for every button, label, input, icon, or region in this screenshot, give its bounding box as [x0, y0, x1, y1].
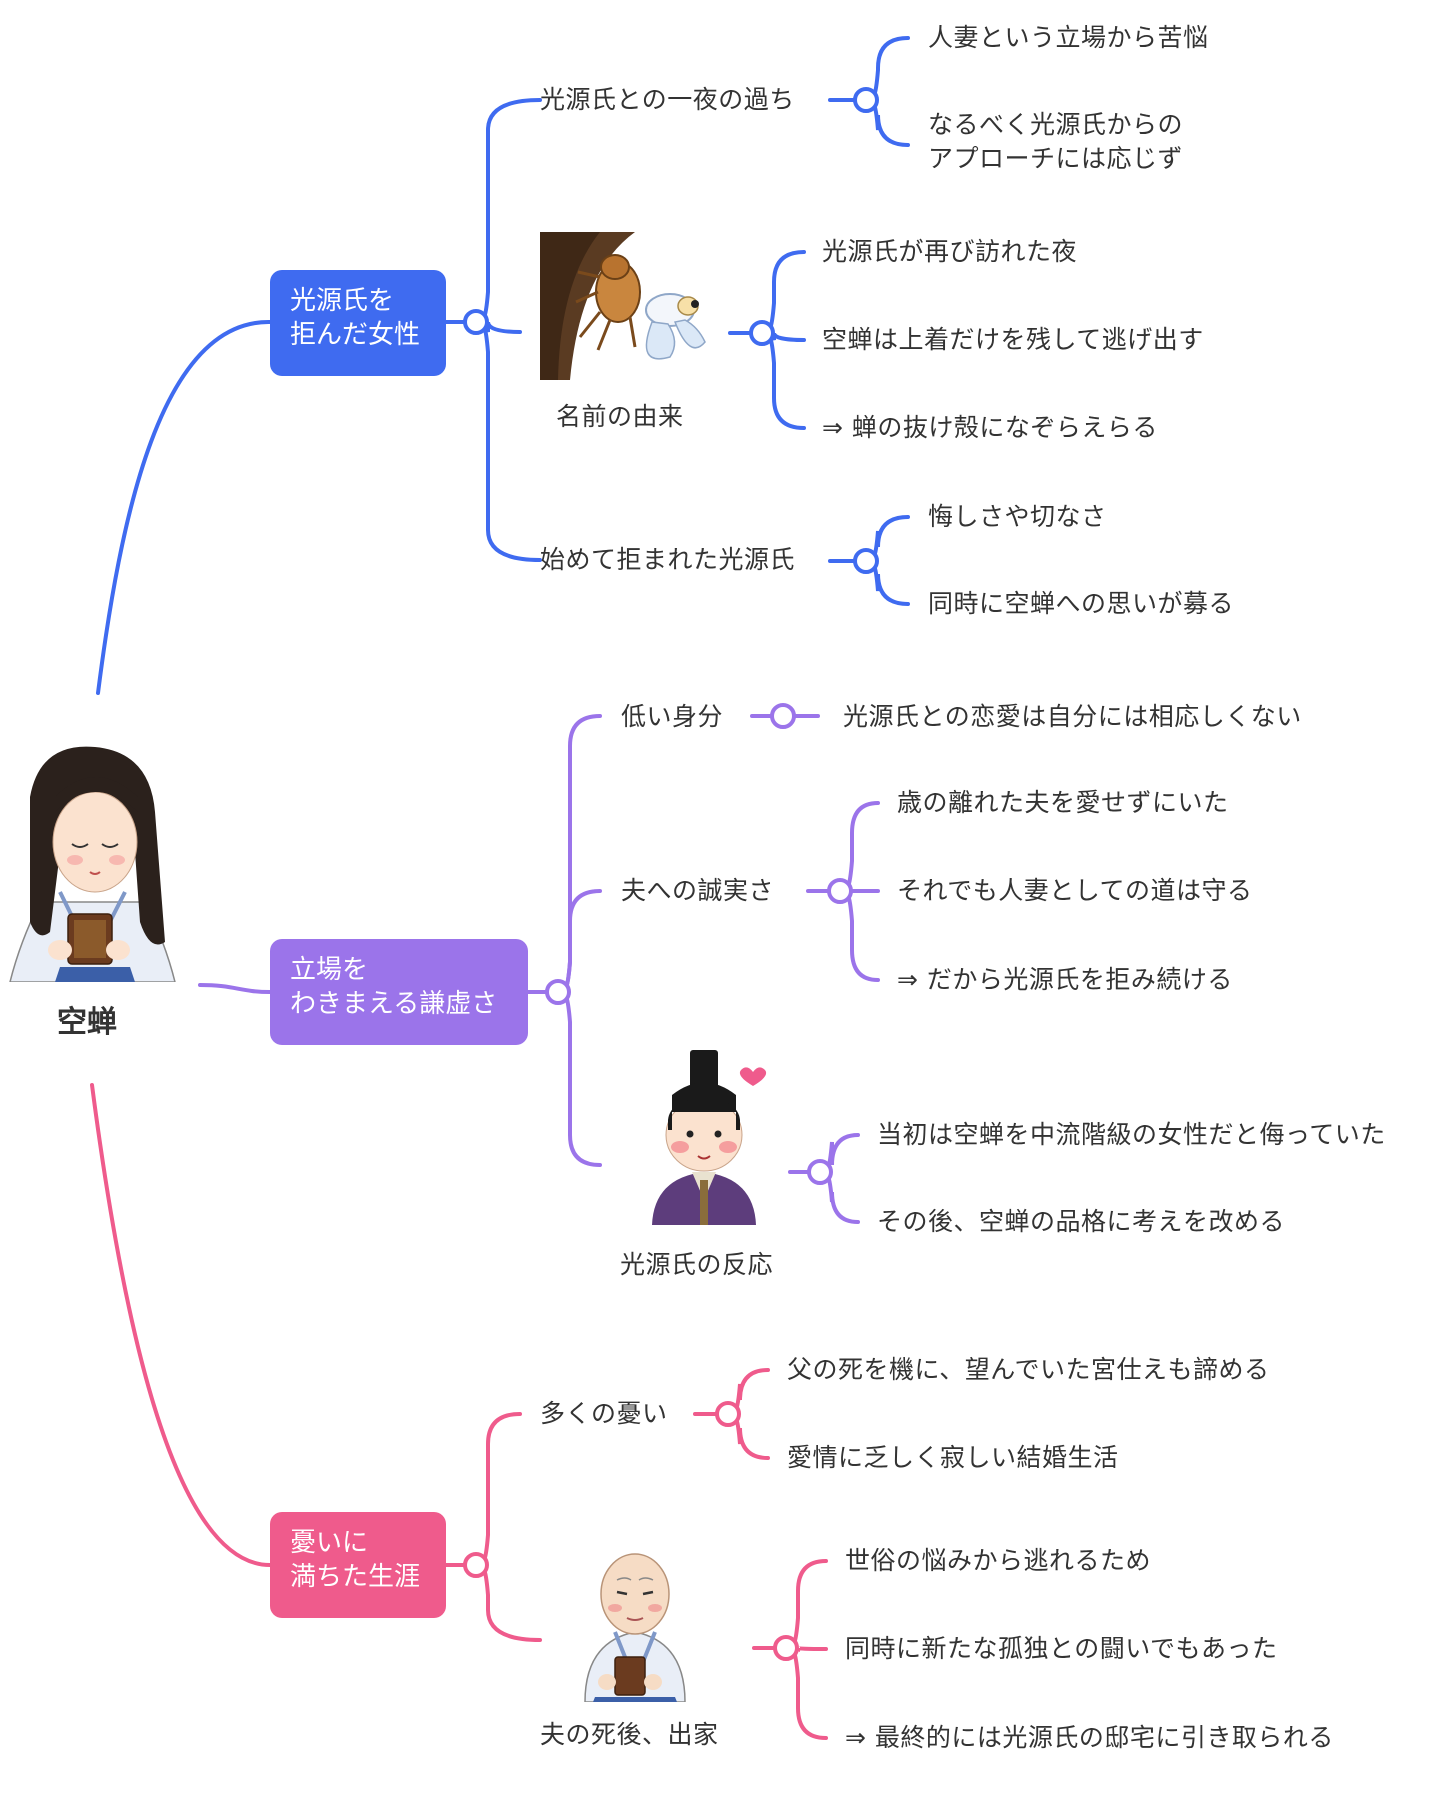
branch-node-circle: [773, 1635, 799, 1661]
branch-label-line: 憂いに: [290, 1528, 369, 1558]
branch-label-line: 拒んだ女性: [290, 320, 421, 350]
utsusemi-woman-icon: [9, 746, 176, 982]
leaf-label: ⇒ だから光源氏を拒み続ける: [897, 965, 1233, 994]
root-node-label: 空蝉: [57, 1005, 117, 1040]
leaf-label: 光源氏が再び訪れた夜: [822, 237, 1078, 266]
branch-node-circle: [463, 1552, 489, 1578]
connector-line: [760, 331, 806, 430]
branch-node-circle: [807, 1159, 833, 1185]
child-label-ordination: 夫の死後、出家: [540, 1720, 719, 1749]
child-label-name-origin: 名前の由来: [556, 402, 684, 431]
branch-label-line: 光源氏を: [290, 286, 395, 316]
leaf-label: 同時に空蝉への思いが募る: [928, 589, 1235, 618]
branch-label-line: わきまえる謙虚さ: [290, 989, 498, 1019]
branch-node-circle: [545, 979, 571, 1005]
leaf-label: 空蝉は上着だけを残して逃げ出す: [822, 325, 1204, 354]
leaf-label: 光源氏との恋愛は自分には相応しくない: [843, 702, 1302, 731]
connector-line: [838, 801, 880, 893]
leaf-label-multiline: なるべく光源氏からのアプローチには応じず: [928, 108, 1183, 176]
branch-node-circle: [463, 309, 489, 335]
leaf-label: 当初は空蝉を中流階級の女性だと侮っていた: [877, 1120, 1386, 1149]
root-connector: [90, 1083, 272, 1567]
leaf-label: 人妻という立場から苦悩: [928, 23, 1209, 52]
connector-line: [556, 714, 602, 994]
connector-line: [760, 250, 806, 335]
connector-line: [784, 1646, 828, 1740]
child-label-genji-reaction: 光源氏の反応: [620, 1250, 774, 1279]
leaf-label: なるべく光源氏からのアプローチには応じず: [928, 108, 1183, 176]
connector-line: [474, 1412, 522, 1567]
connector-line: [556, 990, 602, 1167]
leaf-label: 歳の離れた夫を愛せずにいた: [897, 788, 1229, 817]
connector-line: [838, 889, 880, 982]
branch-box-sorrow: 憂いに 満ちた生涯: [270, 1512, 446, 1618]
child-label-mistake: 光源氏との一夜の過ち: [540, 85, 795, 114]
nun-icon: [584, 1553, 686, 1702]
leaf-label-line: アプローチには応じず: [928, 144, 1184, 173]
leaf-label: 愛情に乏しく寂しい結婚生活: [787, 1443, 1119, 1472]
root-connector: [96, 319, 272, 695]
branch-node-circle: [827, 878, 853, 904]
branch-label-line: 立場を: [290, 955, 369, 985]
leaf-label: 同時に新たな孤独との闘いでもあった: [845, 1634, 1278, 1663]
child-label-faithfulness: 夫への誠実さ: [621, 876, 775, 905]
connector-line: [474, 1563, 542, 1642]
connector-line: [556, 889, 602, 994]
child-label-many-sorrows: 多くの憂い: [540, 1399, 668, 1428]
connector-line: [474, 320, 542, 562]
root-connector: [198, 983, 272, 994]
branch-box-reject: 光源氏を 拒んだ女性: [270, 270, 446, 376]
branch-node-circle: [715, 1401, 741, 1427]
cicada-shell-icon: [540, 232, 706, 380]
branch-node-circle: [853, 87, 879, 113]
leaf-label: 悔しさや切なさ: [928, 502, 1107, 531]
branch-node-circle: [749, 320, 775, 346]
branch-node-circle: [853, 548, 879, 574]
leaf-label: それでも人妻としての道は守る: [897, 876, 1253, 905]
leaf-label: ⇒ 蝉の抜け殻になぞらえらる: [822, 413, 1158, 442]
leaf-label: その後、空蝉の品格に考えを改める: [877, 1207, 1286, 1236]
child-label-low-status: 低い身分: [621, 702, 724, 731]
connector-line: [784, 1559, 828, 1650]
leaf-label: ⇒ 最終的には光源氏の邸宅に引き取られる: [845, 1723, 1334, 1752]
leaf-label: 父の死を機に、望んでいた宮仕えも諦める: [787, 1355, 1270, 1384]
leaf-label-line: なるべく光源氏からの: [928, 110, 1184, 139]
connector-line: [474, 98, 542, 324]
branch-box-modesty: 立場を わきまえる謙虚さ: [270, 939, 528, 1045]
leaf-label: 世俗の悩みから逃れるため: [845, 1546, 1152, 1575]
branch-label-line: 満ちた生涯: [290, 1562, 421, 1592]
nobleman-icon: [652, 1050, 767, 1225]
child-label-first-rejection: 始めて拒まれた光源氏: [540, 545, 796, 574]
branch-node-circle: [770, 703, 796, 729]
